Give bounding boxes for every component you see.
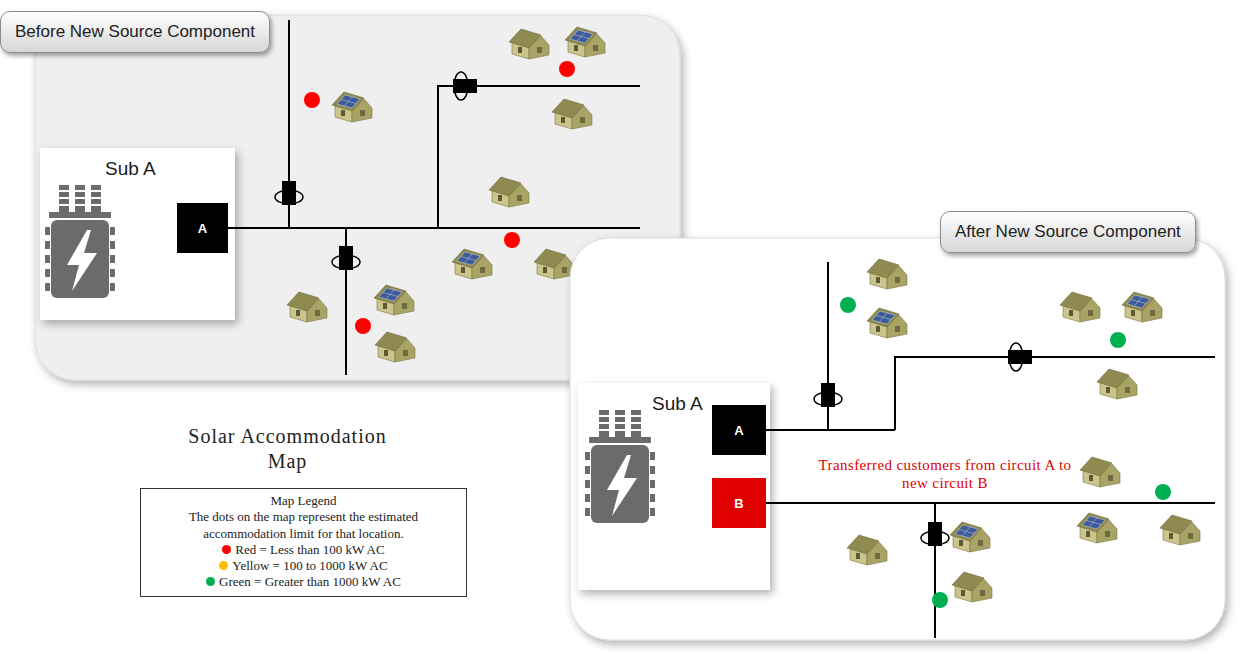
solar-house-icon — [867, 308, 907, 338]
house-icon — [375, 332, 415, 362]
solar-house-icon — [1122, 292, 1162, 322]
before-panel: Before New Source ComponentSub AA — [35, 15, 680, 380]
circuit-name: A — [734, 423, 743, 438]
feeder-line — [766, 429, 895, 431]
solar-house-icon — [950, 522, 990, 552]
solar-house-icon — [332, 92, 372, 122]
legend-text: Green = Greater than 1000 kW AC — [219, 574, 401, 589]
house-icon — [1160, 515, 1200, 545]
legend-swatch — [206, 577, 215, 586]
breaker-box: A — [712, 405, 766, 455]
legend-text: Yellow = 100 to 1000 kW AC — [232, 558, 387, 573]
solar-house-icon — [1077, 513, 1117, 543]
house-icon — [847, 535, 887, 565]
after-panel — [570, 238, 1225, 640]
legend-swatch — [219, 561, 228, 570]
accommodation-dots — [304, 61, 575, 334]
accommodation-dots — [840, 297, 1171, 608]
substation-box — [40, 148, 235, 320]
panel-heading: Before New Source Component — [0, 11, 270, 53]
legend-item: Green = Greater than 1000 kW AC — [149, 574, 458, 590]
house-icon — [287, 292, 327, 322]
breaker-box: A — [177, 203, 228, 253]
switch-symbol — [275, 181, 303, 205]
switch-symbol — [1008, 343, 1032, 371]
switch-symbol — [453, 72, 477, 100]
house-icon — [489, 177, 529, 207]
green-dot — [932, 592, 948, 608]
house-icon — [867, 259, 907, 289]
solar-house-icon — [374, 285, 414, 315]
legend-swatch — [222, 545, 231, 554]
after-panel: After New Source ComponentSub AAB — [570, 238, 1225, 640]
circuit-name: A — [198, 221, 207, 236]
legend-item: Yellow = 100 to 1000 kW AC — [149, 558, 458, 574]
substation-box: Sub A A B — [578, 383, 770, 590]
substation-box — [578, 383, 770, 590]
feeder-lines — [766, 262, 1215, 638]
panel-heading: After New Source Component — [940, 211, 1196, 253]
house-icon — [1097, 369, 1137, 399]
red-dot — [355, 318, 371, 334]
map-title: Solar Accommodation Map — [180, 424, 395, 474]
legend-description: The dots on the map represent the estima… — [149, 509, 458, 542]
switch-symbol — [921, 522, 949, 546]
transfer-note: Transferred customers from circuit A to … — [815, 456, 1075, 492]
green-dot — [1110, 332, 1126, 348]
green-dot — [840, 297, 856, 313]
house-icon — [1080, 457, 1120, 487]
feeder-line — [895, 357, 1215, 430]
circuit-name: B — [734, 496, 743, 511]
switch-symbol — [814, 383, 842, 407]
feeder-line — [438, 86, 640, 228]
switch-symbol — [332, 246, 360, 270]
breaker-box: B — [712, 478, 766, 528]
red-dot — [504, 232, 520, 248]
house-icon — [1060, 292, 1100, 322]
feeder-line — [766, 502, 1215, 504]
substation-name: Sub A — [652, 393, 703, 415]
green-dot — [1155, 484, 1171, 500]
house-icon — [552, 99, 592, 129]
legend-item: Red = Less than 100 kW AC — [149, 542, 458, 558]
substation-name: Sub A — [105, 158, 156, 180]
legend-text: Red = Less than 100 kW AC — [235, 542, 384, 557]
house-icon — [509, 29, 549, 59]
solar-house-icon — [452, 249, 492, 279]
house-icon — [534, 249, 574, 279]
solar-house-icon — [565, 27, 605, 57]
legend-box: Map LegendThe dots on the map represent … — [140, 488, 467, 597]
red-dot — [304, 92, 320, 108]
substation-box: Sub A A — [40, 148, 235, 320]
transformer-icon — [585, 410, 655, 523]
legend-title: Map Legend — [149, 493, 458, 509]
house-icon — [952, 572, 992, 602]
red-dot — [559, 61, 575, 77]
transformer-icon — [45, 185, 115, 298]
